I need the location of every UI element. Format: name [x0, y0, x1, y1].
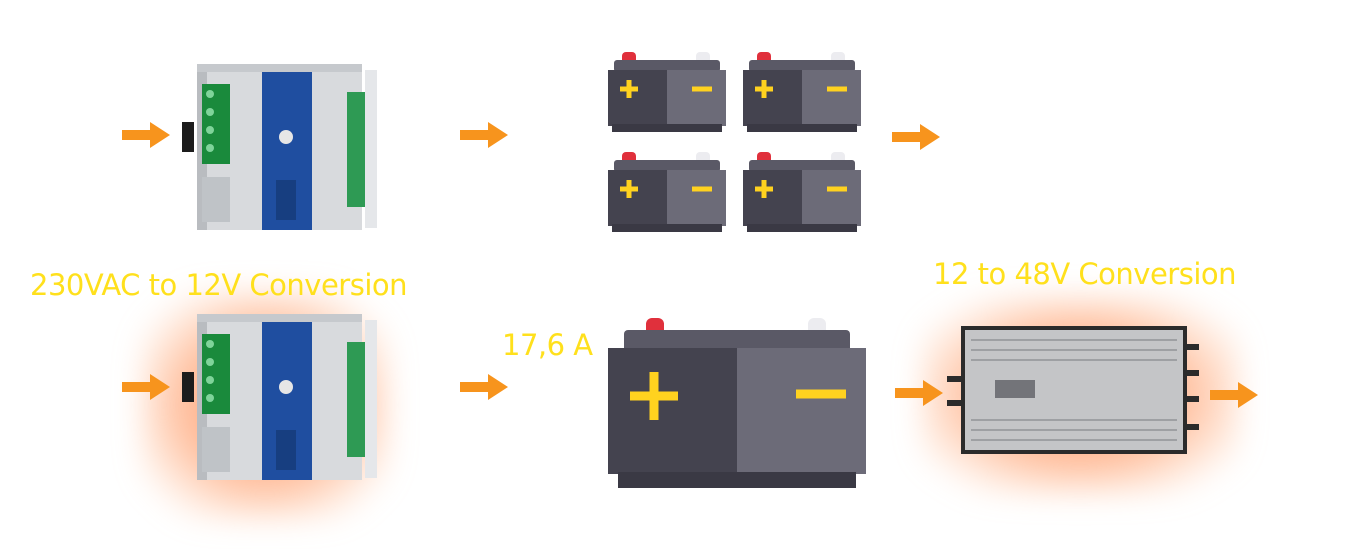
arrow-right-icon — [460, 122, 508, 148]
arrow-right-icon — [460, 374, 508, 400]
battery-icon — [608, 318, 866, 488]
label-230vac-to-12v: 230VAC to 12V Conversion — [30, 268, 408, 302]
battery-icon — [608, 152, 726, 232]
current-label: 17,6 A — [502, 328, 593, 362]
arrow-right-icon — [122, 374, 170, 400]
arrow-right-icon — [1210, 382, 1258, 408]
label-12-to-48v: 12 to 48V Conversion — [933, 257, 1237, 291]
arrow-right-icon — [895, 380, 943, 406]
battery-icon — [743, 152, 861, 232]
charger-device-icon — [182, 314, 377, 480]
arrow-right-icon — [122, 122, 170, 148]
dc-converter-icon — [947, 326, 1199, 454]
arrow-right-icon — [892, 124, 940, 150]
battery-icon — [743, 52, 861, 132]
charger-device-icon — [182, 64, 377, 230]
battery-icon — [608, 52, 726, 132]
